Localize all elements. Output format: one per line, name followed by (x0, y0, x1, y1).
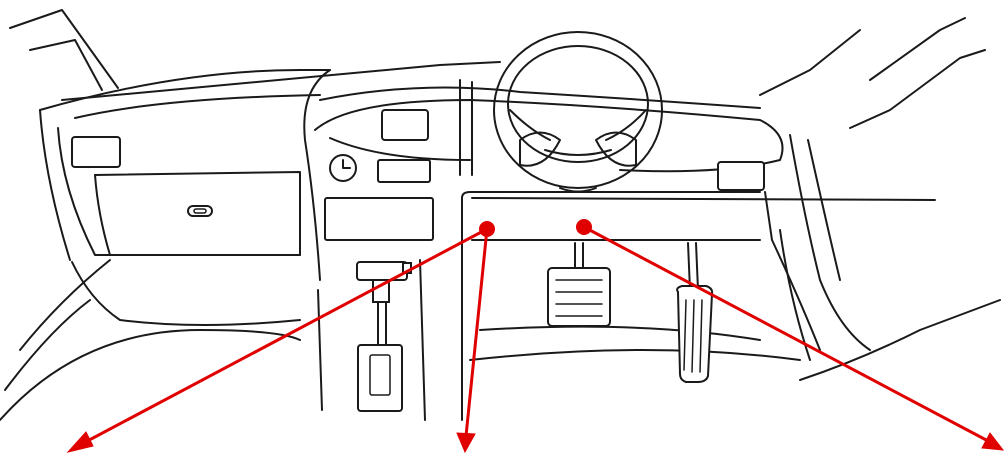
shift-lever-handle (356, 261, 408, 281)
callout-center-down (456, 228, 489, 454)
shift-gate-slot (369, 354, 391, 396)
left-a-pillar (9, 9, 119, 91)
glovebox-latch-slot (193, 208, 207, 214)
clock-icon (329, 154, 357, 182)
steering-wheel (493, 31, 663, 193)
callout-left-under-dash (66, 227, 488, 453)
callout-arrows (66, 219, 1005, 454)
center-air-vent (381, 109, 429, 141)
callout-right-under-steering (583, 225, 1005, 451)
climate-panel (324, 197, 434, 241)
glovebox-latch (187, 205, 213, 217)
dashboard-top (39, 61, 501, 119)
radio-panel (377, 159, 431, 183)
gear-shifter (317, 259, 426, 421)
right-air-vent (717, 161, 765, 191)
right-door-edge (789, 134, 871, 351)
callout-anchor-under-steering (576, 219, 592, 235)
callout-anchor-under-dash (479, 221, 495, 237)
right-a-pillar (759, 17, 986, 129)
accelerator-pedal (676, 242, 714, 383)
brake-pedal (547, 242, 611, 327)
passenger-dash-panel (0, 109, 301, 421)
instrument-hood (303, 69, 784, 281)
center-console (324, 109, 765, 241)
driver-footwell (461, 191, 1001, 421)
shift-gate (357, 344, 403, 412)
left-air-vent (71, 136, 121, 168)
